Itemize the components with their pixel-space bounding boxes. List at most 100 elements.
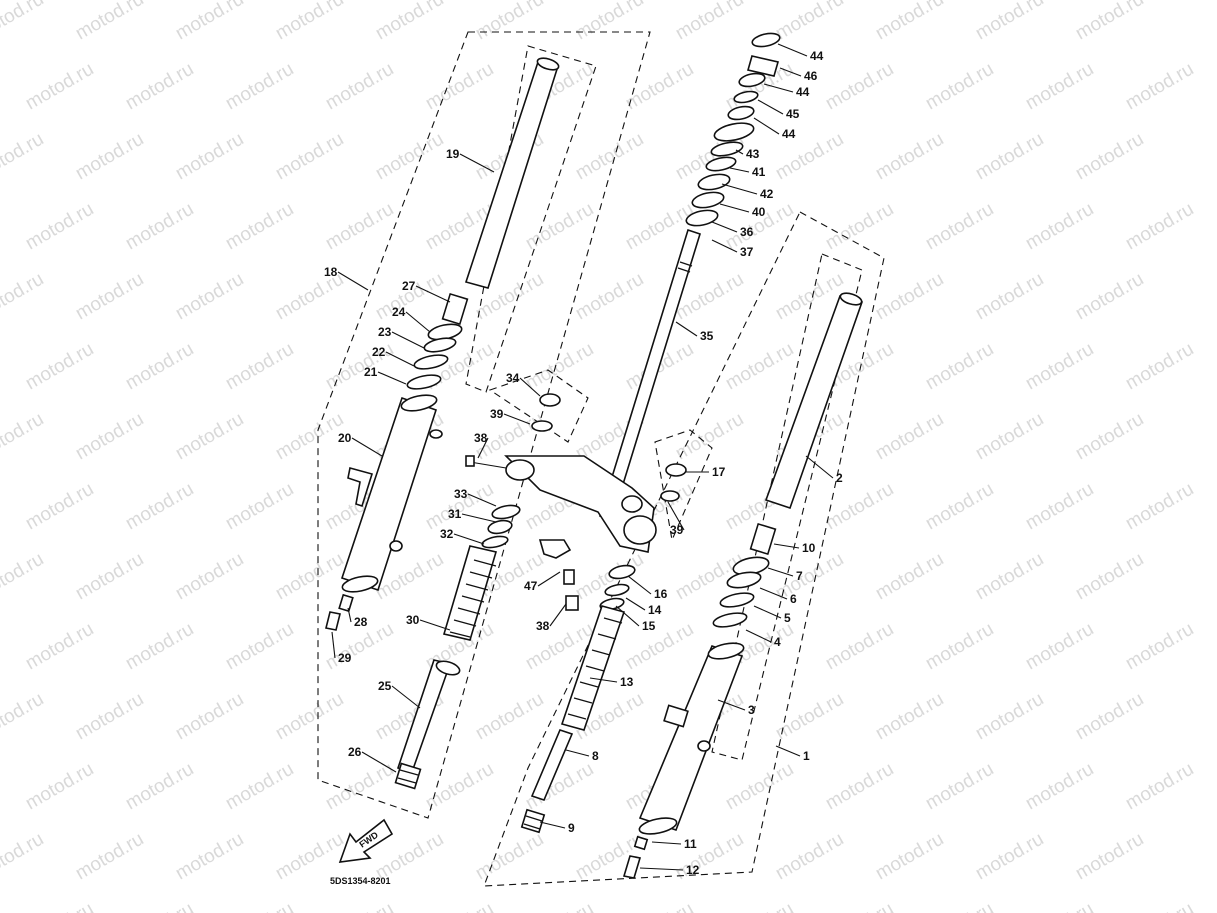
- callout-45: 45: [786, 107, 800, 121]
- leader-line-42: [721, 183, 758, 195]
- leader-line-30: [419, 619, 451, 631]
- leader-line-15: [615, 605, 640, 627]
- callout-1: 1: [803, 749, 810, 763]
- leader-line-5: [753, 605, 782, 619]
- callout-12: 12: [686, 863, 700, 877]
- callout-24: 24: [392, 305, 406, 319]
- callout-13: 13: [620, 675, 634, 689]
- callout-19: 19: [446, 147, 460, 161]
- leader-line-39: [503, 413, 531, 425]
- leader-line-44: [777, 43, 808, 57]
- callout-7: 7: [796, 569, 803, 583]
- callout-26: 26: [348, 745, 362, 759]
- leader-line-26: [361, 751, 397, 773]
- leader-line-40: [719, 203, 750, 213]
- right-fork-parts: [520, 292, 864, 879]
- left-fork-outline: [317, 31, 651, 819]
- callout-36: 36: [740, 225, 754, 239]
- leader-line-27: [415, 285, 451, 303]
- callout-47: 47: [524, 579, 538, 593]
- fork-spring-left: [442, 545, 498, 641]
- leader-line-9: [539, 821, 566, 829]
- callout-30: 30: [406, 613, 420, 627]
- leader-line-47: [537, 571, 561, 587]
- leader-line-25: [391, 685, 421, 709]
- leader-line-38: [549, 603, 567, 627]
- callout-40: 40: [752, 205, 766, 219]
- leader-line-12: [639, 867, 684, 871]
- leader-line-4: [745, 629, 772, 643]
- leader-line-37: [711, 239, 738, 253]
- callout-44: 44: [796, 85, 810, 99]
- diagram-code: 5DS1354-8201: [330, 876, 391, 886]
- leader-line-16: [627, 575, 652, 595]
- leader-line-46: [779, 67, 802, 77]
- callout-43: 43: [746, 147, 760, 161]
- callout-27: 27: [402, 279, 416, 293]
- drain-bolt-right: [622, 855, 642, 879]
- callout-8: 8: [592, 749, 599, 763]
- cap-34: [539, 393, 561, 407]
- callout-15: 15: [642, 619, 656, 633]
- leader-line-44: [753, 117, 780, 135]
- damper-rod-right: [530, 729, 574, 801]
- leader-line-45: [757, 99, 784, 115]
- callout-28: 28: [354, 615, 368, 629]
- callout-labels: 1234567891011121314151617181920212223242…: [324, 49, 843, 877]
- steering-parts: [465, 32, 781, 611]
- callout-21: 21: [364, 365, 378, 379]
- rebound-spring-left: [394, 762, 422, 790]
- leader-line-33: [467, 493, 497, 507]
- callout-9: 9: [568, 821, 575, 835]
- callout-3: 3: [748, 703, 755, 717]
- leader-line-31: [461, 513, 497, 523]
- callout-5: 5: [784, 611, 791, 625]
- callout-39: 39: [670, 523, 684, 537]
- caliper-mount-left: [347, 467, 374, 508]
- callout-29: 29: [338, 651, 352, 665]
- rebound-spring-right: [520, 808, 546, 834]
- callout-44: 44: [810, 49, 824, 63]
- leader-line-28: [347, 607, 352, 623]
- callout-44: 44: [782, 127, 796, 141]
- fork-spring-right: [560, 605, 626, 731]
- callout-41: 41: [752, 165, 766, 179]
- leader-line-10: [773, 543, 800, 549]
- leader-line-35: [675, 321, 698, 337]
- left-tube-outline: [465, 45, 597, 393]
- cable-guide: [538, 539, 572, 559]
- callout-4: 4: [774, 635, 781, 649]
- callout-10: 10: [802, 541, 816, 555]
- callout-39: 39: [490, 407, 504, 421]
- callout-35: 35: [700, 329, 714, 343]
- leader-line-11: [651, 841, 682, 845]
- callout-42: 42: [760, 187, 774, 201]
- callout-38: 38: [536, 619, 550, 633]
- leader-line-19: [459, 153, 495, 173]
- under-bracket: [504, 455, 655, 553]
- callout-38: 38: [474, 431, 488, 445]
- leader-line-3: [717, 699, 746, 711]
- leader-line-21: [377, 371, 407, 385]
- leader-line-8: [565, 749, 590, 757]
- leader-line-18: [337, 271, 369, 291]
- leader-line-7: [767, 567, 794, 577]
- callout-25: 25: [378, 679, 392, 693]
- leader-line-44: [763, 83, 794, 93]
- leader-line-34: [519, 377, 541, 397]
- callout-23: 23: [378, 325, 392, 339]
- callout-20: 20: [338, 431, 352, 445]
- callout-2: 2: [836, 471, 843, 485]
- ring-46: [746, 55, 780, 77]
- callout-37: 37: [740, 245, 754, 259]
- right-fork-outline: [483, 211, 885, 887]
- drain-bolt-left: [325, 611, 341, 631]
- callout-17: 17: [712, 465, 726, 479]
- leader-line-2: [805, 455, 834, 479]
- cap-group-left-outline: [488, 369, 589, 443]
- leader-line-22: [385, 351, 415, 367]
- callout-46: 46: [804, 69, 818, 83]
- leader-line-29: [331, 631, 336, 659]
- callout-34: 34: [506, 371, 520, 385]
